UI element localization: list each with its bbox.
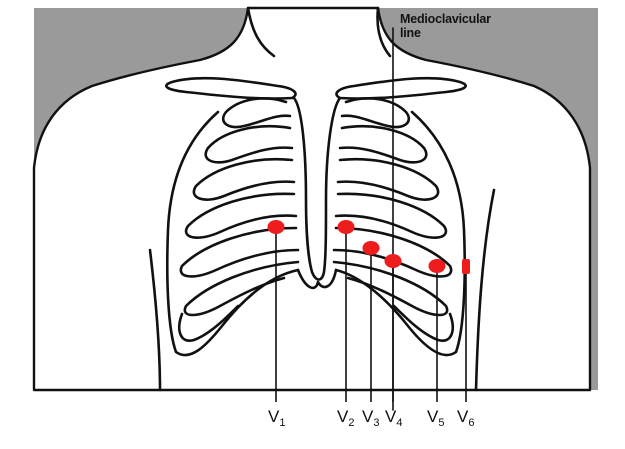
lead-label-v3: V3	[362, 408, 379, 429]
electrode-v6	[462, 259, 470, 274]
lead-label-letter: V	[385, 407, 396, 426]
electrode-v4	[385, 254, 402, 268]
electrode-v3	[363, 241, 380, 255]
lead-label-v4: V4	[385, 408, 402, 429]
lead-label-number: 1	[279, 417, 285, 429]
lead-label-letter: V	[362, 407, 373, 426]
electrode-v1	[268, 220, 285, 234]
lead-label-v1: V1	[268, 408, 285, 429]
lead-label-letter: V	[427, 407, 438, 426]
lead-label-number: 6	[468, 417, 474, 429]
lead-label-v6: V6	[457, 408, 474, 429]
lead-label-v2: V2	[337, 408, 354, 429]
lead-label-number: 4	[396, 417, 402, 429]
lead-label-number: 5	[438, 417, 444, 429]
lead-label-number: 2	[348, 417, 354, 429]
electrode-v5	[429, 259, 446, 273]
midclavicular-line-label: Medioclavicular line	[400, 12, 491, 40]
lead-label-letter: V	[337, 407, 348, 426]
lead-label-letter: V	[457, 407, 468, 426]
midclavicular-line-label-line2: line	[400, 26, 491, 40]
lead-label-number: 3	[373, 417, 379, 429]
midclavicular-line-label-line1: Medioclavicular	[400, 12, 491, 26]
lead-label-v5: V5	[427, 408, 444, 429]
electrode-v2	[338, 220, 355, 234]
lead-label-letter: V	[268, 407, 279, 426]
